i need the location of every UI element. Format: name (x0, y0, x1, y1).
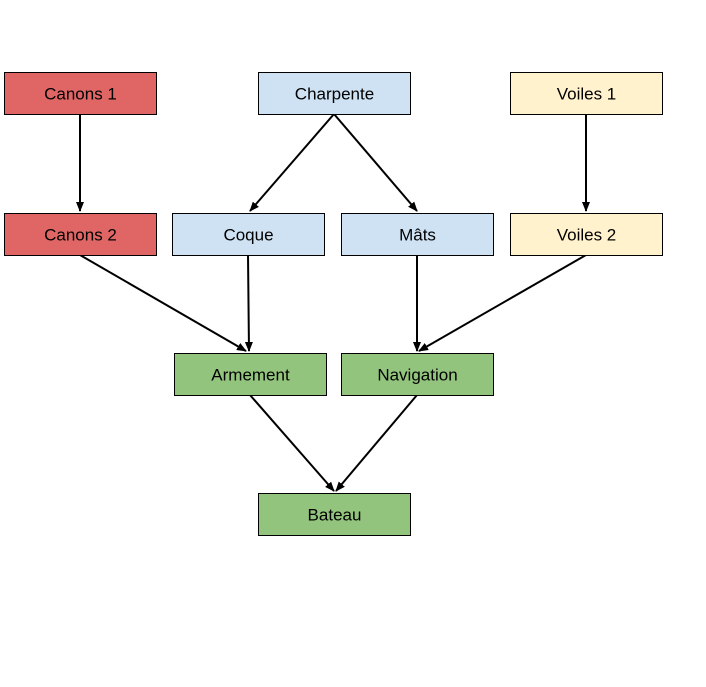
node-box (4, 72, 157, 115)
node-label: Voiles 1 (557, 85, 617, 104)
node-box (341, 353, 494, 396)
node-box (172, 213, 325, 256)
edge-voiles2-navigation (418, 254, 587, 352)
node-charpente: Charpente (258, 72, 411, 115)
node-bateau: Bateau (258, 493, 411, 536)
node-label: Armement (211, 366, 290, 385)
edge-charpente-coque (249, 113, 335, 212)
edge-armement-bateau (249, 394, 335, 492)
node-mats: Mâts (341, 213, 494, 256)
node-box (258, 493, 411, 536)
node-label: Canons 2 (44, 226, 117, 245)
edge-charpente-mats (333, 113, 418, 212)
node-voiles2: Voiles 2 (510, 213, 663, 256)
node-voiles1: Voiles 1 (510, 72, 663, 115)
node-layer: Canons 1 Charpente Voiles 1 Canons 2 Coq… (4, 72, 663, 536)
node-armement: Armement (174, 353, 327, 396)
node-label: Navigation (377, 366, 457, 385)
node-label: Canons 1 (44, 85, 117, 104)
node-label: Voiles 2 (557, 226, 617, 245)
node-box (341, 213, 494, 256)
node-coque: Coque (172, 213, 325, 256)
edge-canons2-armement (79, 254, 247, 352)
edge-navigation-bateau (335, 394, 418, 492)
node-box (174, 353, 327, 396)
node-box (4, 213, 157, 256)
node-box (510, 72, 663, 115)
edge-layer (76, 113, 590, 492)
node-navigation: Navigation (341, 353, 494, 396)
node-label: Coque (223, 226, 273, 245)
node-box (258, 72, 411, 115)
node-label: Mâts (399, 226, 436, 245)
node-box (510, 213, 663, 256)
node-canons1: Canons 1 (4, 72, 157, 115)
node-label: Bateau (308, 506, 362, 525)
node-canons2: Canons 2 (4, 213, 157, 256)
edge-coque-armement (244, 254, 253, 352)
node-label: Charpente (295, 85, 374, 104)
